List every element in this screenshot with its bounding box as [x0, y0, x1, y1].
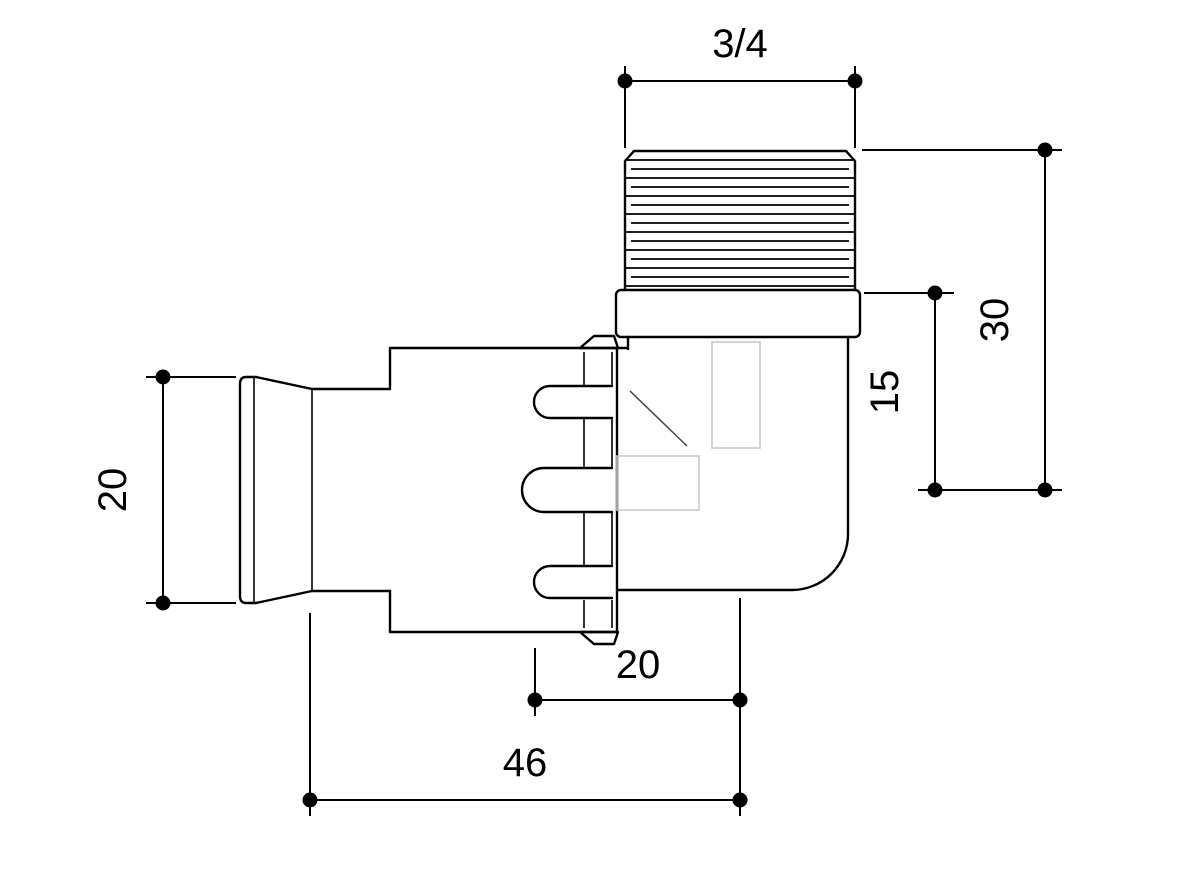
dim-dot	[732, 692, 748, 708]
thread-outline	[623, 149, 857, 292]
dim-label-diameter-20: 20	[91, 468, 135, 513]
press-tab-top-wing	[578, 334, 620, 350]
male-thread	[623, 149, 857, 292]
dim-dot	[527, 692, 543, 708]
dimension-height-15: 15	[863, 285, 954, 498]
dim-label-height-30: 30	[973, 298, 1017, 343]
dim-dot	[847, 73, 863, 89]
dim-dot	[302, 792, 318, 808]
bell-mouth	[238, 375, 314, 605]
thread-collar	[614, 288, 862, 339]
dim-label-height-15: 15	[863, 370, 907, 415]
bell-flare-lines	[254, 375, 314, 605]
dim-label-length-46: 46	[503, 741, 548, 785]
detail-rect-lower	[616, 455, 700, 511]
dim-dot	[1037, 482, 1053, 498]
dim-dot	[155, 369, 171, 385]
dim-dot	[927, 482, 943, 498]
press-ring-lines	[583, 352, 613, 628]
cylinder-lines	[310, 387, 392, 593]
elbow-right-outline	[615, 335, 850, 592]
press-tab-top	[532, 384, 614, 420]
press-tab-bottom	[532, 564, 614, 600]
dim-dot	[732, 792, 748, 808]
dimension-diameter-20: 20	[91, 369, 236, 611]
dim-dot	[1037, 142, 1053, 158]
press-tab-middle	[520, 466, 614, 514]
dim-dot	[927, 285, 943, 301]
dim-dot	[155, 595, 171, 611]
dim-label-thread-size: 3/4	[712, 22, 768, 66]
dimension-thread-size: 3/4	[617, 22, 863, 148]
detail-diagonal-line	[629, 390, 688, 447]
thread-crest-lines	[625, 159, 855, 287]
mouth-edge	[238, 375, 258, 605]
dim-label-length-20: 20	[616, 643, 661, 687]
internal-details	[616, 341, 761, 511]
dimension-length-20: 20	[527, 598, 748, 816]
dimension-length-46: 46	[302, 613, 748, 816]
press-indicator	[520, 334, 620, 646]
dim-dot	[617, 73, 633, 89]
detail-rect-upper	[711, 341, 761, 449]
press-tab-bottom-wing	[578, 630, 620, 646]
